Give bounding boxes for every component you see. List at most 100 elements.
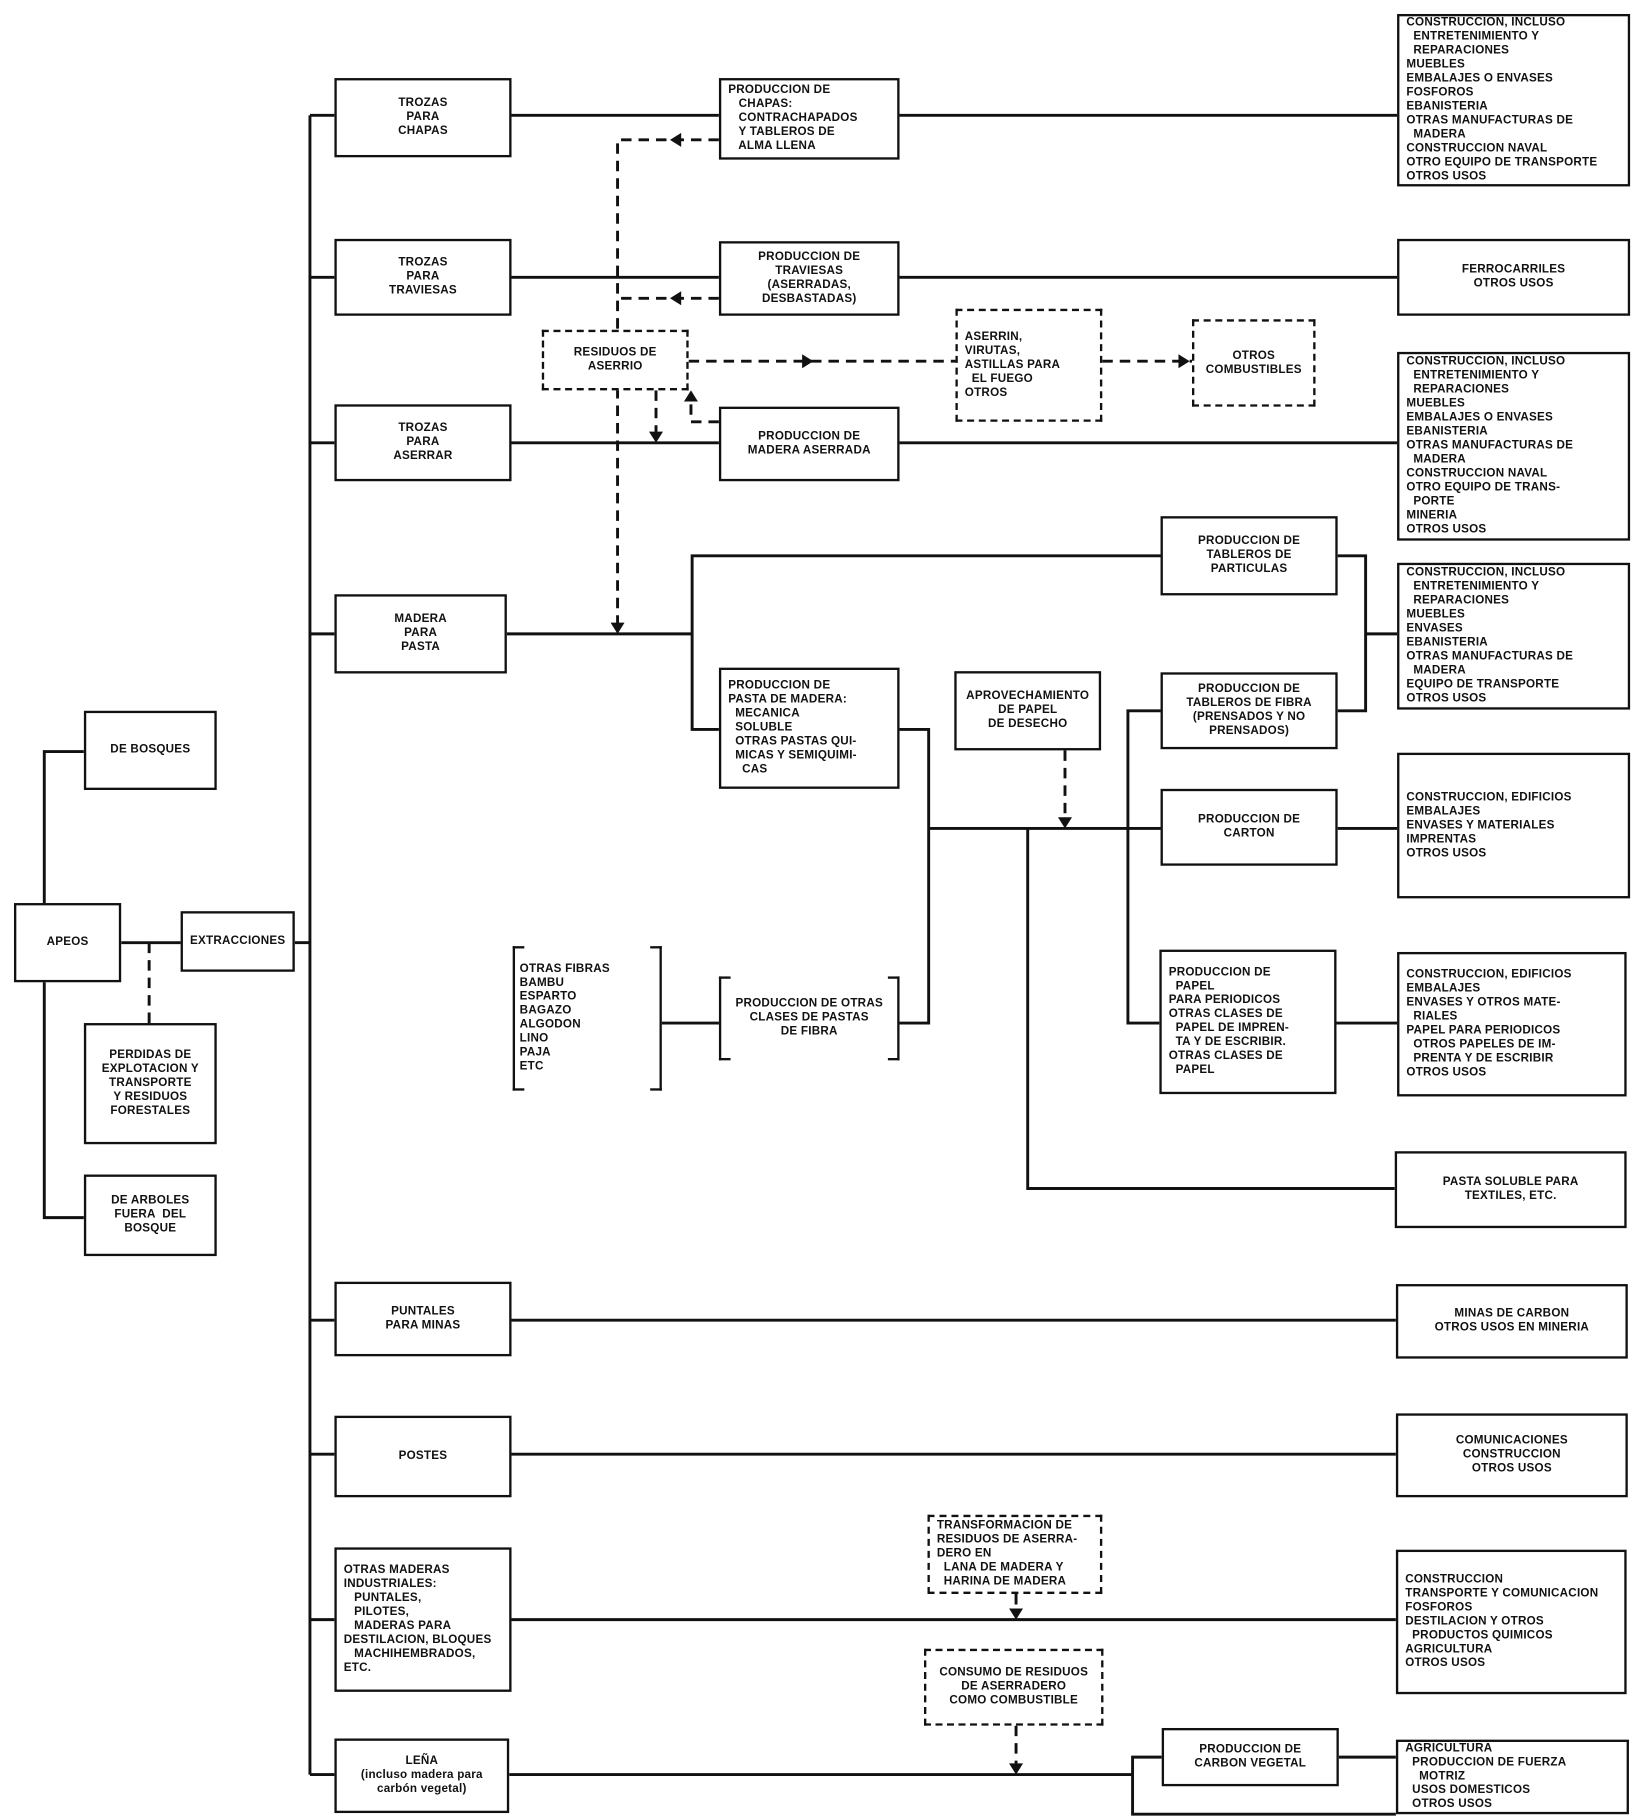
node-text-line: RESIDUOS DE — [573, 346, 657, 359]
node-text-line: EMBALAJES O ENVASES — [1406, 411, 1554, 425]
node-text-line: MUEBLES — [1406, 58, 1466, 72]
node-r-aserrar: CONSTRUCCION, INCLUSO ENTRETENIMIENTO Y … — [1397, 351, 1631, 541]
node-text-line: MADERA — [1406, 453, 1466, 467]
node-text-line: CONSTRUCCION NAVAL — [1406, 467, 1548, 481]
node-text-line: PRENTA Y DE ESCRIBIR — [1406, 1052, 1554, 1065]
node-text-line: ASERRIN, — [964, 330, 1023, 344]
node-text-line: EL FUEGO — [964, 372, 1033, 386]
node-text-line: TEXTILES, ETC. — [1464, 1189, 1557, 1203]
node-text-line: EMBALAJES — [1406, 804, 1481, 818]
node-text-line: MADERA ASERRADA — [747, 443, 871, 457]
node-text-line: VIRUTAS, — [964, 344, 1021, 358]
node-text-line: PRENSADOS) — [1209, 724, 1290, 738]
node-text-line: TRAVIESAS — [388, 284, 457, 298]
node-text-line: ASERRAR — [393, 449, 453, 463]
node-text-line: AGRICULTURA — [1405, 1642, 1493, 1656]
node-text-line: POSTES — [398, 1449, 448, 1463]
node-text-line: CHAPAS: — [728, 97, 793, 111]
arrowhead-icon — [669, 132, 682, 147]
node-text-line: OTROS USOS — [1405, 1656, 1486, 1670]
node-text-line: PRODUCCION DE — [1168, 965, 1271, 979]
node-text-line: TA Y DE ESCRIBIR. — [1168, 1035, 1286, 1049]
node-text-line: REPARACIONES — [1406, 594, 1510, 608]
node-text-line: CONSTRUCCION, INCLUSO — [1406, 566, 1566, 580]
node-apeos: APEOS — [13, 903, 122, 983]
node-text-line: LEÑA — [405, 1754, 439, 1768]
node-text-line: EMBALAJES — [1406, 982, 1481, 996]
node-text-line: ETC — [519, 1060, 544, 1074]
node-text-line: (ASERRADAS, — [767, 278, 851, 292]
node-text-line: PAJA — [519, 1046, 551, 1060]
node-text-line: PILOTES, — [343, 1605, 410, 1619]
node-text-line: IMPRENTAS — [1406, 832, 1477, 846]
node-text-line: OTROS USOS — [1406, 170, 1487, 183]
node-text-line: OTROS USOS — [1473, 277, 1554, 291]
connector — [690, 554, 1161, 731]
node-text-line: HARINA DE MADERA — [936, 1575, 1067, 1589]
node-text-line: PORTE — [1406, 495, 1455, 509]
node-text-line: OTROS USOS — [1406, 692, 1487, 705]
node-text-line: CONSTRUCCION, EDIFICIOS — [1406, 968, 1572, 982]
node-text-line: PRODUCCION DE — [728, 679, 831, 693]
node-text-line: EBANISTERIA — [1406, 636, 1488, 650]
node-text-line: PARA — [406, 270, 440, 284]
arrowhead-icon — [1058, 817, 1072, 829]
node-text-line: PRODUCCION DE — [758, 429, 861, 443]
node-text-line: (incluso madera para — [360, 1768, 483, 1782]
node-text-line: COMUNICACIONES — [1455, 1434, 1568, 1448]
node-text-line: MECANICA — [728, 707, 800, 721]
node-text-line: USOS DOMESTICOS — [1405, 1783, 1531, 1797]
node-text-line: DE BOSQUES — [110, 743, 191, 757]
arrowhead-icon — [669, 291, 682, 306]
node-text-line: PAPEL — [1168, 1063, 1215, 1077]
node-text-line: CHAPAS — [398, 124, 448, 138]
node-text-line: OTROS PAPELES DE IM- — [1406, 1038, 1556, 1052]
node-text-line: OTROS — [964, 386, 1008, 400]
node-text-line: PRODUCCION DE — [1199, 1743, 1302, 1756]
node-text-line: FOSFOROS — [1405, 1600, 1473, 1614]
node-text-line: PASTA DE MADERA: — [728, 693, 847, 707]
node-text-line: EBANISTERIA — [1406, 100, 1488, 114]
node-text-line: ETC. — [343, 1661, 372, 1675]
node-text-line: TRAVIESAS — [775, 264, 844, 278]
arrowhead-icon — [649, 431, 663, 443]
node-text-line: REPARACIONES — [1406, 44, 1510, 58]
node-text-line: INDUSTRIALES: — [343, 1577, 437, 1591]
node-text-line: TRANSFORMACION DE — [936, 1519, 1073, 1533]
node-text-line: MINAS DE CARBON — [1454, 1307, 1570, 1321]
node-text-line: OTRAS PASTAS QUI- — [728, 735, 857, 749]
arrowhead-icon — [1009, 1763, 1024, 1775]
node-text-line: PARA PERIODICOS — [1168, 993, 1281, 1007]
connector — [1126, 709, 1161, 1025]
node-text-line: APROVECHAMIENTO — [966, 689, 1090, 703]
node-text-line: OTROS USOS — [1406, 846, 1487, 860]
node-text-line: COMO COMBUSTIBLE — [949, 1694, 1079, 1708]
connector — [42, 750, 84, 1220]
node-text-line: DESBASTADAS) — [761, 292, 857, 306]
node-text-line: OTRO EQUIPO DE TRANSPORTE — [1406, 156, 1598, 169]
node-text-line: PASTA — [401, 640, 441, 654]
node-text-line: ESPARTO — [519, 990, 577, 1004]
node-text-line: CONSUMO DE RESIDUOS — [939, 1666, 1089, 1680]
node-extracciones: EXTRACCIONES — [180, 911, 295, 972]
node-text-line: PARA — [406, 110, 440, 124]
node-text-line: TABLEROS DE — [1206, 548, 1292, 562]
arrowhead-icon — [1178, 354, 1190, 369]
node-text-line: TRANSPORTE Y COMUNICACION — [1405, 1587, 1599, 1600]
